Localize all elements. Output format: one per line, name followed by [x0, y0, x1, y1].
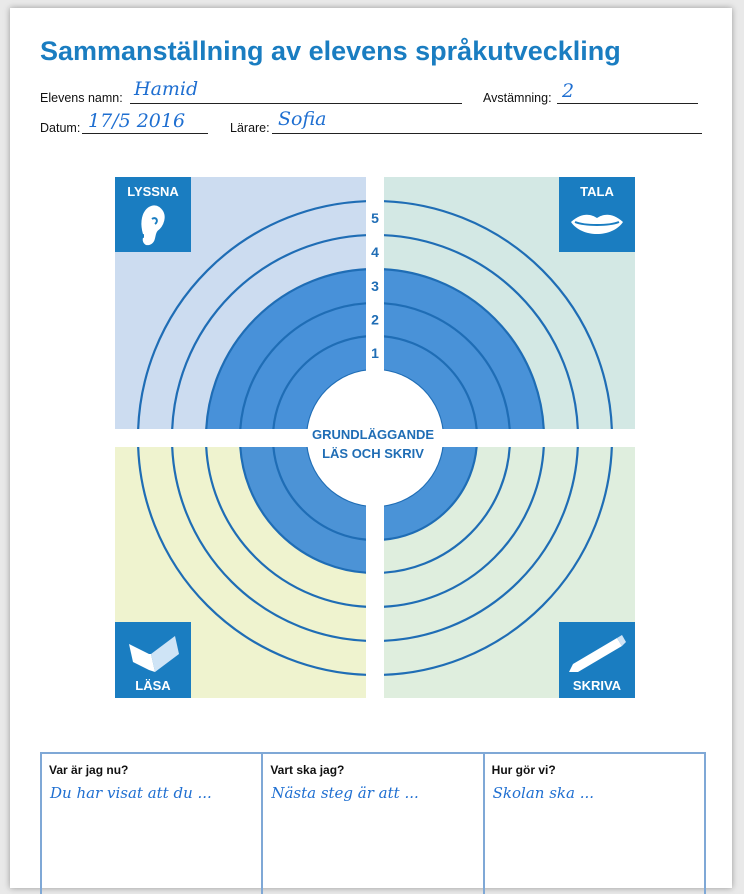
student-name-label: Elevens namn:: [40, 91, 123, 105]
where-to-go-text: Nästa steg är att ...: [271, 784, 419, 802]
speaking-badge: TALA: [559, 177, 635, 252]
how-do-we-box[interactable]: Hur gör vi? Skolan ska ...: [485, 754, 704, 894]
level-number-4: 4: [371, 244, 379, 260]
where-am-i-text: Du har visat att du ...: [50, 784, 212, 802]
teacher-label: Lärare:: [230, 121, 270, 135]
reflection-boxes: Var är jag nu? Du har visat att du ... V…: [40, 752, 706, 894]
date-value: 17/5 2016: [88, 110, 186, 132]
center-label-line1: GRUNDLÄGGANDE: [312, 427, 434, 442]
where-am-i-heading: Var är jag nu?: [49, 763, 129, 777]
writing-badge: SKRIVA: [559, 622, 635, 698]
checkpoint-label: Avstämning:: [483, 91, 552, 105]
where-to-go-heading: Vart ska jag?: [270, 763, 345, 777]
checkpoint-value: 2: [562, 80, 575, 102]
teacher-field[interactable]: [272, 133, 702, 134]
reading-badge: LÄSA: [115, 622, 191, 698]
where-am-i-box[interactable]: Var är jag nu? Du har visat att du ...: [42, 754, 264, 894]
listening-progress-fill: [206, 269, 366, 429]
ear-icon: [141, 205, 165, 246]
where-to-go-box[interactable]: Vart ska jag? Nästa steg är att ...: [263, 754, 485, 894]
student-name-field[interactable]: [130, 103, 462, 104]
center-circle: [307, 370, 443, 506]
writing-label: SKRIVA: [573, 678, 622, 693]
speaking-label: TALA: [580, 184, 614, 199]
level-number-5: 5: [371, 210, 379, 226]
level-number-1: 1: [371, 345, 379, 361]
date-label: Datum:: [40, 121, 81, 135]
assessment-form-page: Sammanställning av elevens språkutveckli…: [10, 8, 732, 894]
book-icon: [129, 636, 179, 672]
page-title: Sammanställning av elevens språkutveckli…: [40, 36, 621, 66]
listening-badge: LYSSNA: [115, 177, 191, 252]
date-field[interactable]: [82, 133, 208, 134]
teacher-value: Sofia: [278, 108, 327, 130]
pencil-icon: [569, 635, 626, 672]
reading-label: LÄSA: [135, 678, 171, 693]
writing-progress-fill: [384, 447, 477, 540]
language-development-wheel: GRUNDLÄGGANDE LÄS OCH SKRIV 1 2 3 4 5 LYSSNA…: [115, 177, 635, 698]
speaking-progress-fill: [384, 269, 544, 429]
how-do-we-text: Skolan ska ...: [492, 784, 595, 802]
center-label-line2: LÄS OCH SKRIV: [322, 446, 424, 461]
mouth-icon: [571, 214, 623, 234]
student-name-value: Hamid: [134, 78, 199, 100]
listening-label: LYSSNA: [127, 184, 179, 199]
level-number-2: 2: [371, 312, 379, 328]
checkpoint-field[interactable]: [557, 103, 698, 104]
how-do-we-heading: Hur gör vi?: [491, 763, 556, 777]
level-number-3: 3: [371, 278, 379, 294]
